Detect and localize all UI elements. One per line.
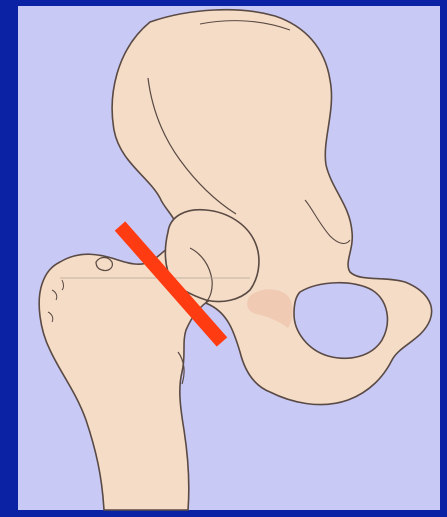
greater-trochanter-bump xyxy=(96,258,112,271)
